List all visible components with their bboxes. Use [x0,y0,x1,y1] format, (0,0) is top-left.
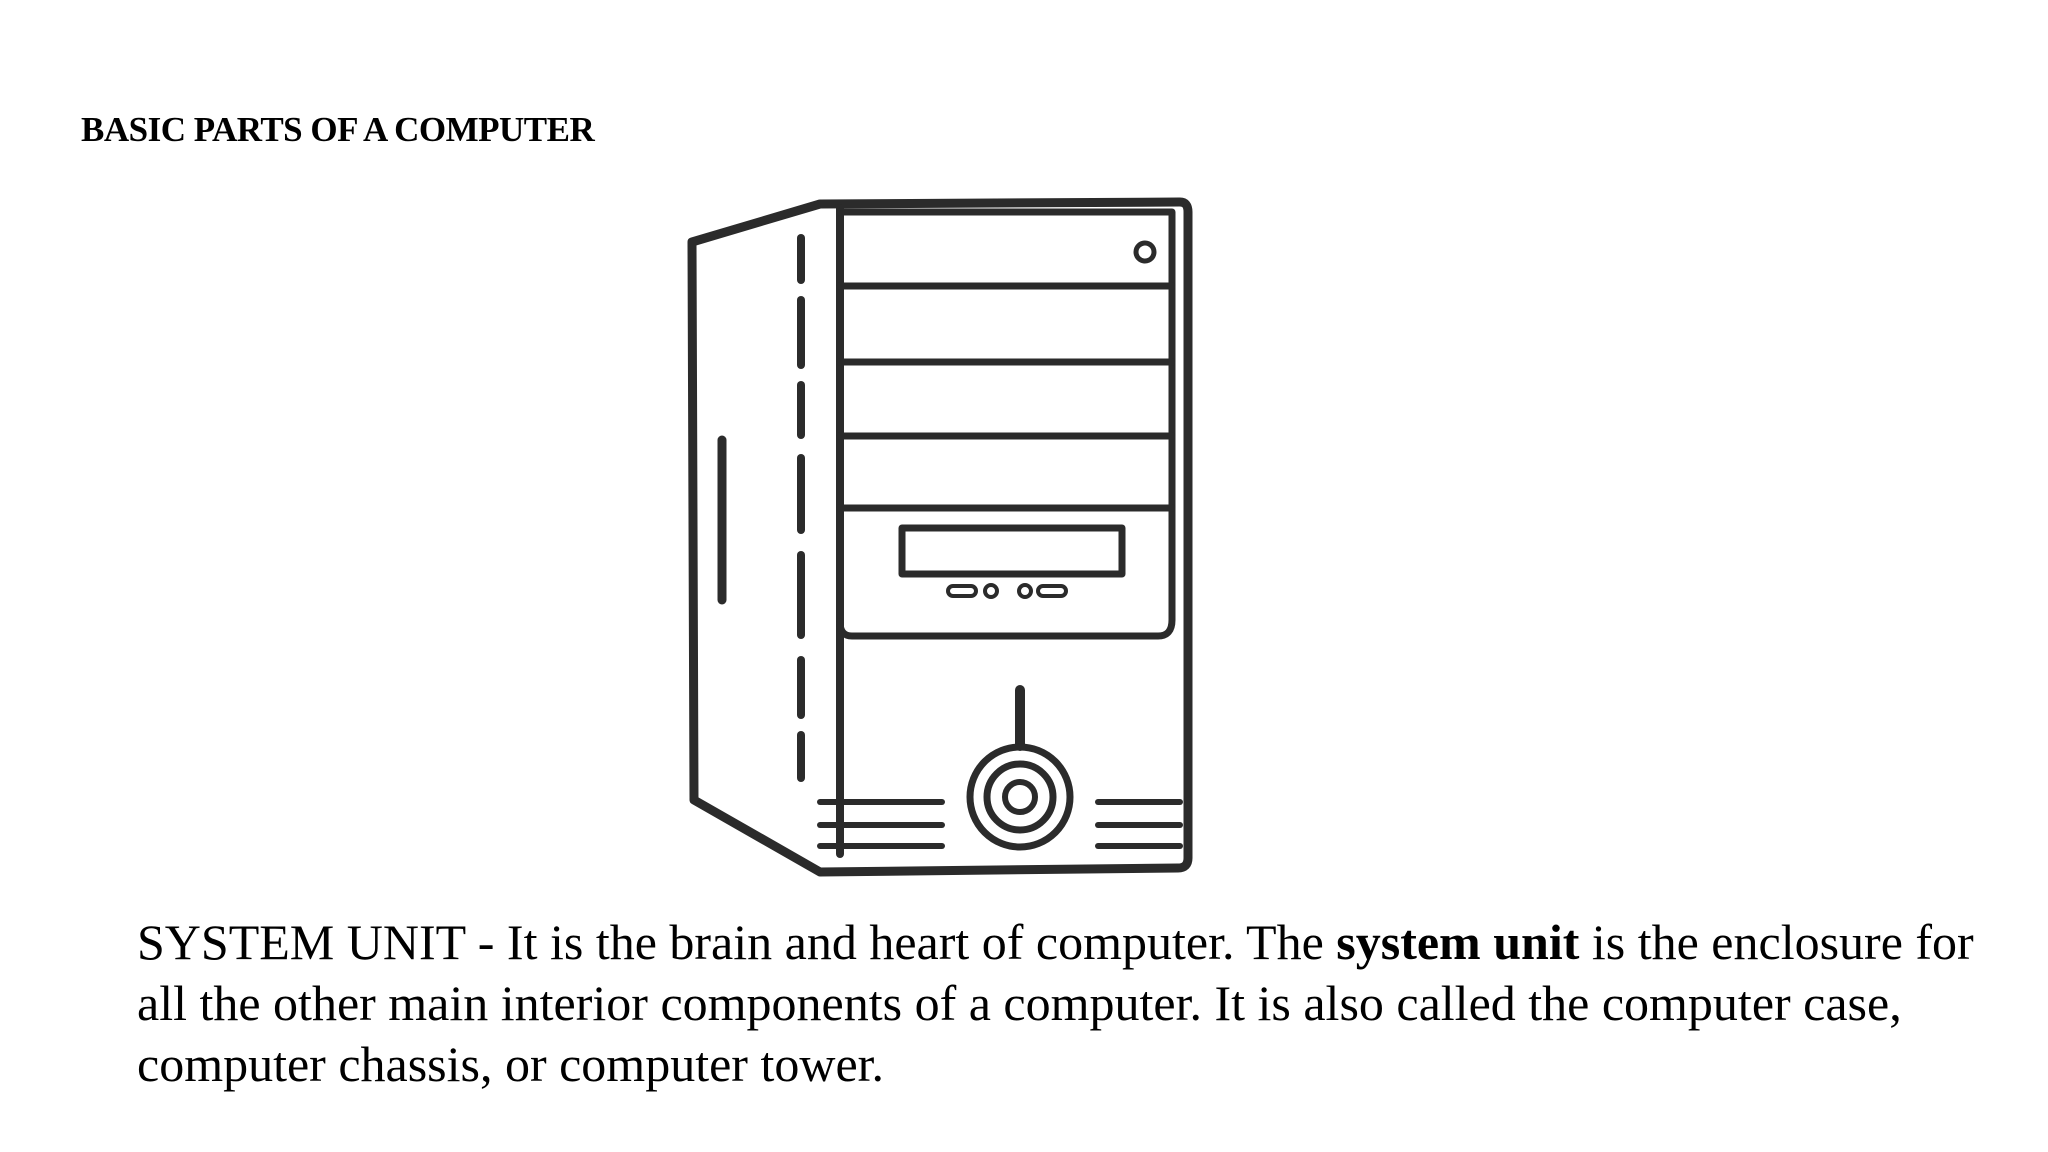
slide-title: BASIC PARTS OF A COMPUTER [81,110,595,149]
description-bold-term: system unit [1336,914,1580,970]
system-unit-description: SYSTEM UNIT - It is the brain and heart … [137,912,1977,1095]
computer-tower-icon [687,197,1193,877]
description-rest: is the enclosure for all the other main … [137,914,1974,1092]
description-lead: SYSTEM UNIT - It is the brain and heart … [137,914,1337,970]
